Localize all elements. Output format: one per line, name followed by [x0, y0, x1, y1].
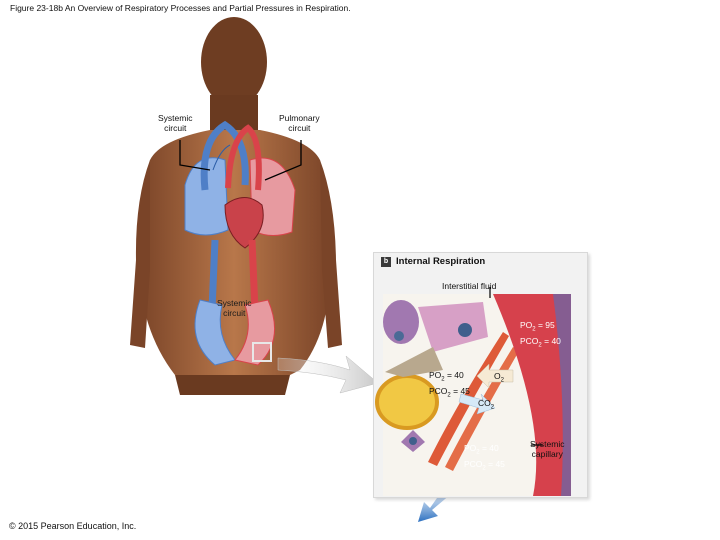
figure-title: Figure 23-18b An Overview of Respiratory… [10, 3, 351, 13]
venous-partial-pressures: PO2 = 40 PCO2 = 45 [464, 443, 505, 472]
heart [224, 197, 264, 249]
systemic-circuit-lower-label: Systemic circuit [217, 298, 252, 318]
internal-respiration-illustration [375, 287, 571, 496]
panel-title: Internal Respiration [396, 256, 486, 267]
trunk-vessels [208, 239, 259, 311]
o2-label: O2 [494, 371, 504, 384]
zoom-arrow [277, 355, 379, 394]
tissue-partial-pressures: PO2 = 40 PCO2 = 45 [429, 370, 470, 399]
panel-badge: b [381, 257, 391, 267]
systemic-capillary-label: Systemic capillary [530, 439, 565, 459]
copyright-notice: © 2015 Pearson Education, Inc. [9, 521, 137, 531]
upper-systemic-vessels [200, 120, 262, 191]
zoom-box [252, 342, 272, 362]
arterial-partial-pressures: PO2 = 95 PCO2 = 40 [520, 320, 561, 349]
systemic-circuit-upper-label: Systemic circuit [158, 113, 193, 133]
leader-lines [179, 140, 302, 181]
pulmonary-circuit-label: Pulmonary circuit [279, 113, 320, 133]
lower-systemic-capillaries [194, 299, 275, 366]
co2-label: CO2 [478, 398, 495, 411]
interstitial-fluid-label: Interstitial fluid [442, 281, 497, 291]
